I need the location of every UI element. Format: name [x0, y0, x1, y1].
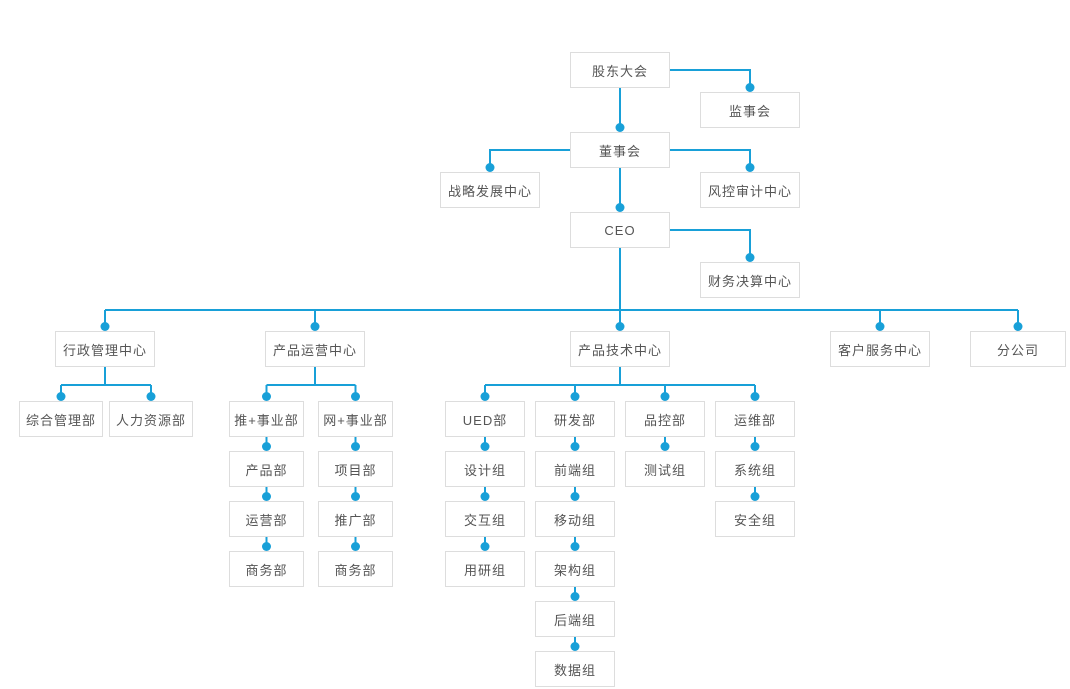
org-node-supervisory: 监事会 [700, 92, 800, 128]
org-node-finance: 财务决算中心 [700, 262, 800, 298]
org-node-strategy: 战略发展中心 [440, 172, 540, 208]
org-node-shareholders: 股东大会 [570, 52, 670, 88]
org-node-hr: 人力资源部 [109, 401, 193, 437]
org-node-qc: 品控部 [625, 401, 705, 437]
org-node-admin: 行政管理中心 [55, 331, 155, 367]
org-node-biz_wang: 商务部 [318, 551, 393, 587]
org-node-om: 运维部 [715, 401, 795, 437]
org-node-risk: 风控审计中心 [700, 172, 800, 208]
org-node-biz_tui: 商务部 [229, 551, 304, 587]
org-node-general: 综合管理部 [19, 401, 103, 437]
org-node-operate: 运营部 [229, 501, 304, 537]
org-node-frontend: 前端组 [535, 451, 615, 487]
org-node-board: 董事会 [570, 132, 670, 168]
org-node-ops: 产品运营中心 [265, 331, 365, 367]
org-node-interact: 交互组 [445, 501, 525, 537]
org-node-data_team: 数据组 [535, 651, 615, 687]
org-node-tech: 产品技术中心 [570, 331, 670, 367]
org-node-product: 产品部 [229, 451, 304, 487]
org-node-rd: 研发部 [535, 401, 615, 437]
org-node-test: 测试组 [625, 451, 705, 487]
org-node-service: 客户服务中心 [830, 331, 930, 367]
org-node-tui: 推+事业部 [229, 401, 304, 437]
org-node-ued: UED部 [445, 401, 525, 437]
org-node-branch: 分公司 [970, 331, 1066, 367]
org-node-sec: 安全组 [715, 501, 795, 537]
org-node-project: 项目部 [318, 451, 393, 487]
org-node-mobile: 移动组 [535, 501, 615, 537]
org-node-arch: 架构组 [535, 551, 615, 587]
org-node-backend: 后端组 [535, 601, 615, 637]
org-node-promo: 推广部 [318, 501, 393, 537]
org-node-ceo: CEO [570, 212, 670, 248]
org-node-research: 用研组 [445, 551, 525, 587]
org-node-wang: 网+事业部 [318, 401, 393, 437]
org-node-design: 设计组 [445, 451, 525, 487]
org-node-sys: 系统组 [715, 451, 795, 487]
